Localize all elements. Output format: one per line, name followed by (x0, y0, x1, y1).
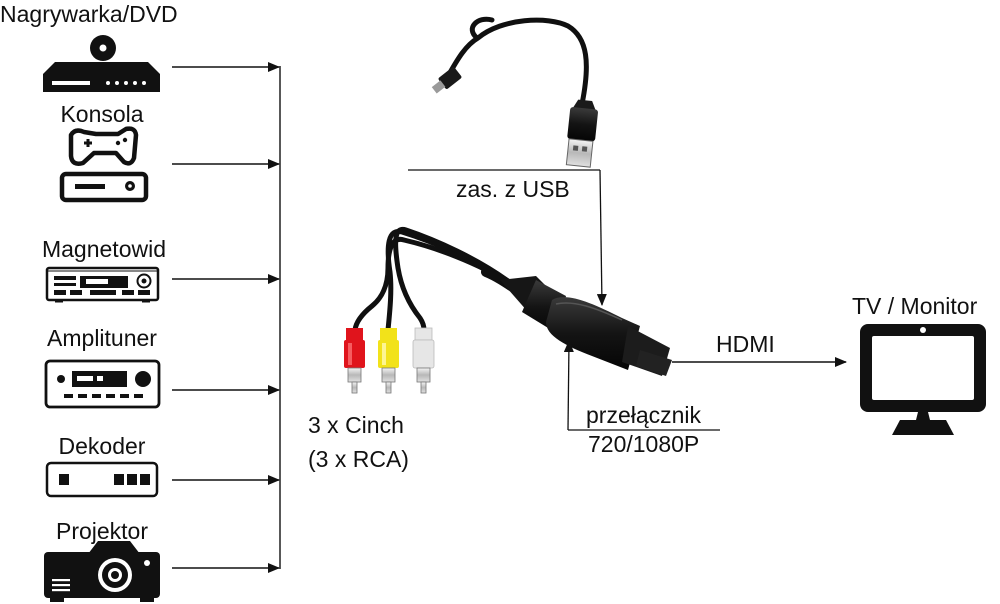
source-arrows (172, 62, 281, 573)
dvd-recorder-icon (43, 35, 160, 92)
rca-cables (352, 226, 525, 333)
rca-plug-red (344, 328, 365, 394)
rca-plug-white (412, 327, 435, 394)
rca-label: (3 x RCA) (308, 446, 409, 472)
resolution-label: 720/1080P (588, 431, 700, 457)
usb-a-plug (565, 99, 598, 168)
source-label-receiver: Amplituner (47, 325, 157, 351)
source-label-console: Konsola (60, 101, 144, 127)
av-receiver-icon (44, 359, 161, 409)
switch-callout (563, 340, 720, 431)
cinch-label: 3 x Cinch (308, 412, 404, 438)
output-label: TV / Monitor (852, 293, 978, 319)
hdmi-label: HDMI (716, 331, 775, 357)
source-label-decoder: Dekoder (58, 433, 146, 459)
source-label-projector: Projektor (55, 518, 149, 544)
rca-plug-yellow (378, 328, 399, 394)
game-console-icon (59, 126, 149, 203)
usb-callout (408, 169, 607, 306)
switch-label: przełącznik (586, 402, 702, 428)
projector-icon (44, 541, 160, 602)
converter-adapter (500, 276, 672, 376)
tv-monitor-icon (860, 324, 986, 435)
set-top-box-icon (45, 461, 159, 498)
vcr-icon (45, 266, 160, 303)
source-label-vcr: Magnetowid (41, 236, 167, 262)
usb-cable (431, 16, 598, 168)
usb-power-label: zas. z USB (456, 176, 570, 202)
micro-usb-plug (431, 67, 462, 94)
source-label-dvd: Nagrywarka/DVD (0, 1, 178, 27)
